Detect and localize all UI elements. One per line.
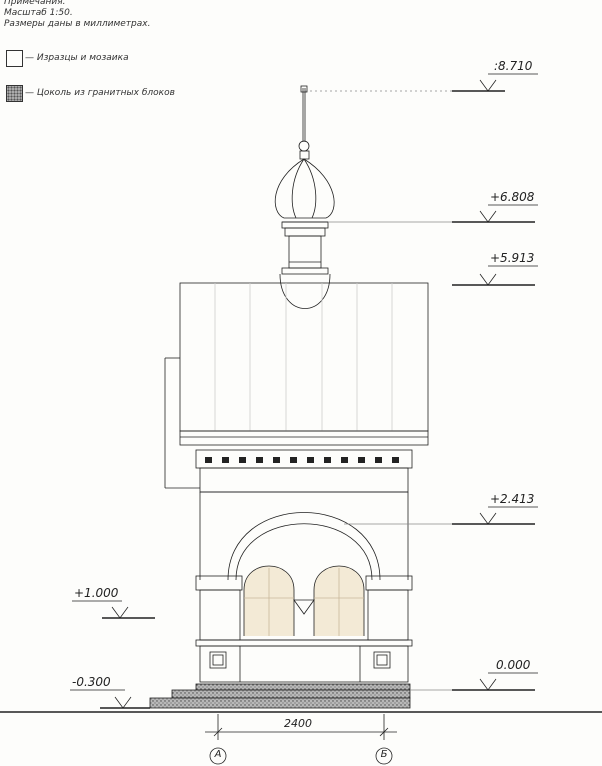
keystone-ornament [293,599,315,615]
granite-base [149,697,411,709]
notes-units: Размеры даны в миллиметрах. [4,19,151,29]
onion-dome [274,158,335,219]
drawing-notes: Примечания. Масштаб 1:50. Размеры даны в… [4,0,150,30]
axis-label-left: А [214,749,222,760]
drum-base [279,273,331,309]
main-arch [227,512,381,581]
axis-b-bubble [375,747,393,765]
level-top: :8.710 [494,59,533,73]
drum [288,235,322,269]
plinth [199,645,409,683]
legend-granite-label: — Цоколь из гранитных блоков [25,88,175,98]
level-zero: 0.000 [496,658,531,672]
spire-ball [298,140,310,152]
notes-scale: Масштаб 1:50. [4,8,73,18]
level-drum: +5.913 [490,251,535,265]
notes-title: Примечания. [4,0,66,7]
axis-a-bubble [209,747,227,765]
level-window: +1.000 [74,586,119,600]
legend-tiles-label: — Изразцы и мозаика [25,53,129,63]
legend-tiles-swatch [6,50,23,67]
level-ground: -0.300 [72,675,111,689]
roof [179,282,429,432]
level-cornice: +2.413 [490,492,535,506]
axis-label-right: Б [380,749,388,760]
width-dimension: 2400 [284,717,312,730]
legend-granite-swatch [6,85,23,102]
level-dome: +6.808 [490,190,535,204]
